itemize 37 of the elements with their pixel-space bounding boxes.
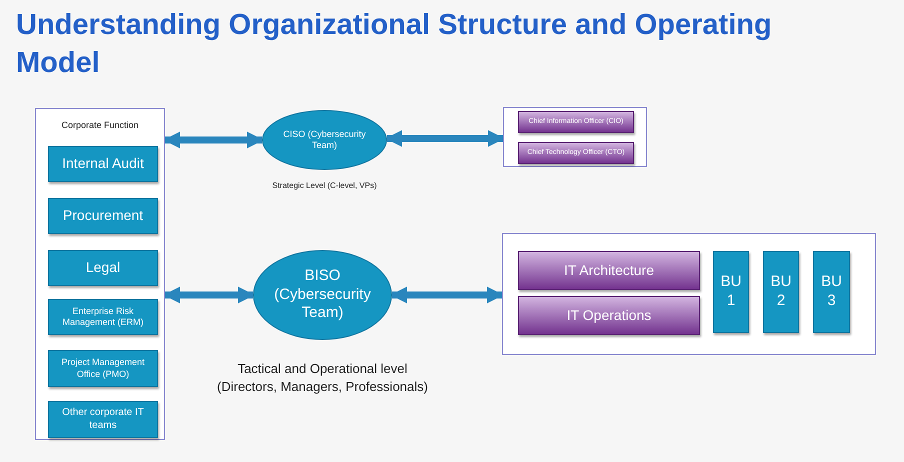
function-box xyxy=(48,250,158,286)
node-label: Other corporate IT teams xyxy=(61,407,145,432)
group-panel xyxy=(503,107,647,167)
group-heading: Corporate Function xyxy=(60,119,140,132)
level-caption: Tactical and Operational level (Directors, Managers, Professionals) xyxy=(216,360,429,396)
node-label: Legal xyxy=(84,259,122,277)
business-unit-box xyxy=(813,251,850,333)
role-box xyxy=(518,296,700,335)
double-arrow xyxy=(385,130,505,147)
double-arrow xyxy=(163,132,264,148)
function-box xyxy=(48,401,158,438)
role-box xyxy=(518,251,700,290)
node-label: Procurement xyxy=(62,207,144,225)
node-label: BU 2 xyxy=(770,273,792,311)
function-box xyxy=(48,299,158,335)
function-box xyxy=(48,350,158,387)
node-label: CISO (Cybersecurity Team) xyxy=(282,128,367,152)
business-unit-box xyxy=(713,251,749,333)
role-box xyxy=(518,142,634,164)
node-label: Enterprise Risk Management (ERM) xyxy=(61,306,145,328)
node-label: Internal Audit xyxy=(61,155,145,173)
node-label: BU 1 xyxy=(720,273,742,311)
double-arrow xyxy=(390,286,504,304)
node-label: IT Architecture xyxy=(562,262,655,280)
double-arrow xyxy=(163,286,255,304)
function-box xyxy=(48,146,158,182)
slide-title: Understanding Organizational Structure and Operating Model xyxy=(16,8,773,81)
node-label: Project Management Office (PMO) xyxy=(60,357,146,380)
level-caption: Strategic Level (C-level, VPs) xyxy=(271,180,378,191)
group-panel xyxy=(35,108,165,440)
node-label: IT Operations xyxy=(566,306,652,324)
node-label: BU 3 xyxy=(820,273,843,311)
node-label: BISO (Cybersecurity Team) xyxy=(273,266,372,324)
function-box xyxy=(48,198,158,234)
group-panel xyxy=(502,233,876,355)
role-box xyxy=(518,111,634,133)
business-unit-box xyxy=(763,251,799,333)
